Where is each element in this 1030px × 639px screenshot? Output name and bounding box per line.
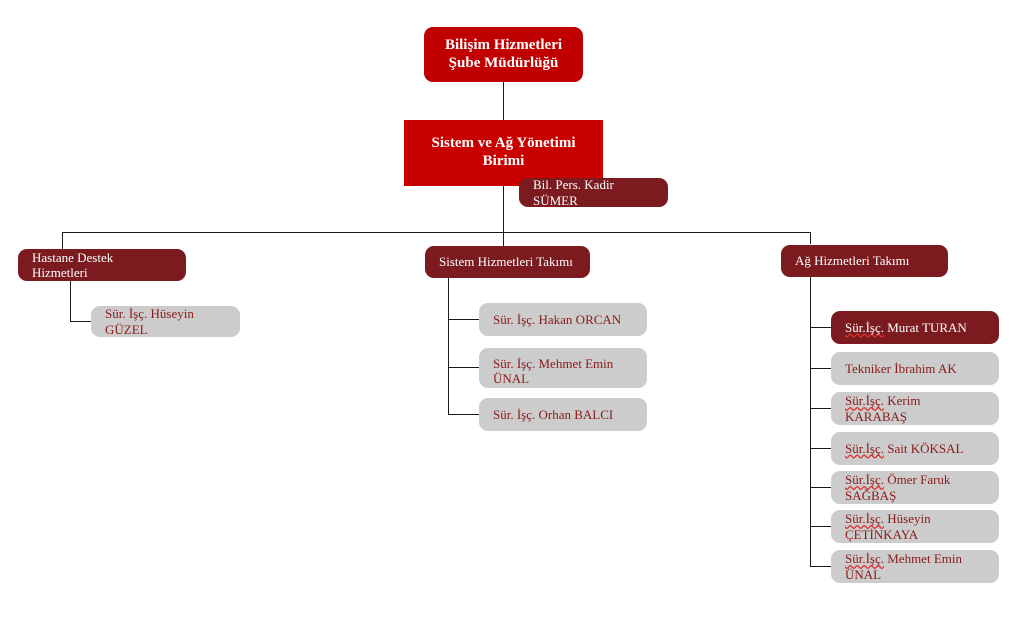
node-person-orhan-balci-label: Sür. İşç. Orhan BALCI bbox=[493, 406, 614, 422]
spellcheck-prefix: Sür.İşç. bbox=[845, 440, 884, 456]
spellcheck-prefix: Sür.İşç. bbox=[845, 319, 884, 335]
spellcheck-prefix: Sür.İşç. bbox=[845, 472, 884, 488]
connector-ag-stub-4 bbox=[810, 448, 831, 449]
node-person-ibrahim-ak-label: Tekniker İbrahim AK bbox=[845, 360, 957, 376]
node-root-line-1: Bilişim Hizmetleri bbox=[444, 36, 563, 53]
node-person-hakan-orcan[interactable]: Sür. İşç. Hakan ORCAN bbox=[479, 303, 647, 336]
node-person-huseyin-guzel[interactable]: Sür. İşç. Hüseyin GÜZEL bbox=[91, 306, 240, 337]
node-team-hastane-label: Hastane Destek Hizmetleri bbox=[32, 249, 114, 280]
spellcheck-prefix: Sür.İşç. bbox=[845, 511, 884, 527]
connector-hastane-trunk bbox=[70, 281, 71, 322]
node-team-sistem-label: Sistem Hizmetleri Takımı bbox=[439, 254, 573, 270]
node-unit-person-label: Bil. Pers. Kadir SÜMER bbox=[533, 177, 614, 208]
connector-ag-trunk bbox=[810, 277, 811, 567]
node-person-mehmet-emin-unal-ag[interactable]: Sür.İşç. Mehmet Emin ÜNAL bbox=[831, 550, 999, 583]
node-person-kerim-karabas-label: Sür.İşç. Kerim KARABAŞ bbox=[845, 393, 985, 424]
node-person-sait-koksal-rest: Sait KÖKSAL bbox=[884, 440, 964, 456]
node-person-huseyin-cetinkaya-label: Sür.İşç. Hüseyin ÇETİNKAYA bbox=[845, 511, 985, 542]
connector-ag-stub-3 bbox=[810, 408, 831, 409]
connector-hastane-stub-1 bbox=[70, 321, 91, 322]
connector-sistem-stub-1 bbox=[448, 319, 479, 320]
connector-sistem-stub-2 bbox=[448, 367, 479, 368]
node-unit-line-1: Sistem ve Ağ Yönetimi bbox=[431, 135, 576, 152]
node-person-omer-faruk-sagbas-label: Sür.İşç. Ömer Faruk SAĞBAŞ bbox=[845, 472, 985, 503]
connector-ag-stub-5 bbox=[810, 487, 831, 488]
node-person-sait-koksal[interactable]: Sür.İşç. Sait KÖKSAL bbox=[831, 432, 999, 465]
node-unit-line-2: Birimi bbox=[482, 153, 525, 169]
node-person-murat-turan[interactable]: Sür.İşç. Murat TURAN bbox=[831, 311, 999, 344]
connector-ag-stub-1 bbox=[810, 327, 831, 328]
node-person-mehmet-emin-unal-ag-label: Sür.İşç. Mehmet Emin ÜNAL bbox=[845, 551, 985, 582]
spellcheck-prefix: Sür.İşç. bbox=[845, 551, 884, 567]
node-person-huseyin-cetinkaya-rest: Hüseyin ÇETİNKAYA bbox=[845, 511, 931, 542]
node-person-huseyin-guzel-label: Sür. İşç. Hüseyin GÜZEL bbox=[105, 306, 194, 337]
node-person-huseyin-cetinkaya[interactable]: Sür.İşç. Hüseyin ÇETİNKAYA bbox=[831, 510, 999, 543]
node-team-sistem-hizmetleri-takimi[interactable]: Sistem Hizmetleri Takımı bbox=[425, 246, 590, 278]
node-root-line-2: Şube Müdürlüğü bbox=[448, 54, 559, 71]
connector-ag-stub-6 bbox=[810, 526, 831, 527]
connector-unit-to-bus bbox=[503, 186, 504, 232]
connector-bus-to-ag bbox=[810, 232, 811, 244]
node-person-omer-faruk-sagbas[interactable]: Sür.İşç. Ömer Faruk SAĞBAŞ bbox=[831, 471, 999, 504]
spellcheck-prefix: Sür.İşç. bbox=[845, 393, 884, 409]
node-unit-person-kadir-sumer[interactable]: Bil. Pers. Kadir SÜMER bbox=[519, 177, 668, 208]
node-team-ag-hizmetleri-takimi[interactable]: Ağ Hizmetleri Takımı bbox=[781, 245, 948, 277]
node-person-mehmet-emin-unal-line-1: Sür. İşç. Mehmet Emin bbox=[493, 356, 614, 371]
node-unit-sistem-ve-ag-yonetimi[interactable]: Sistem ve Ağ Yönetimi Birimi bbox=[404, 120, 603, 186]
node-person-omer-faruk-sagbas-rest: Ömer Faruk SAĞBAŞ bbox=[845, 472, 951, 503]
node-person-murat-turan-label: Sür.İşç. Murat TURAN bbox=[845, 320, 967, 335]
node-team-ag-label: Ağ Hizmetleri Takımı bbox=[795, 253, 910, 269]
node-person-sait-koksal-label: Sür.İşç. Sait KÖKSAL bbox=[845, 441, 963, 456]
connector-bus-to-hastane bbox=[62, 232, 63, 249]
connector-sistem-stub-3 bbox=[448, 414, 479, 415]
connector-sistem-trunk bbox=[448, 278, 449, 415]
connector-bus-to-sistem bbox=[503, 232, 504, 246]
node-person-kerim-karabas[interactable]: Sür.İşç. Kerim KARABAŞ bbox=[831, 392, 999, 425]
node-person-ibrahim-ak[interactable]: Tekniker İbrahim AK bbox=[831, 352, 999, 385]
connector-ag-stub-7 bbox=[810, 566, 831, 567]
connector-horizontal-bus bbox=[62, 232, 811, 233]
node-person-hakan-orcan-label: Sür. İşç. Hakan ORCAN bbox=[493, 311, 622, 327]
node-person-mehmet-emin-unal-ag-rest: Mehmet Emin ÜNAL bbox=[845, 551, 962, 582]
node-root-bilisim-hizmetleri[interactable]: Bilişim Hizmetleri Şube Müdürlüğü bbox=[424, 27, 583, 82]
node-person-kerim-karabas-rest: Kerim KARABAŞ bbox=[845, 393, 921, 424]
node-person-mehmet-emin-unal-line-2: ÜNAL bbox=[493, 371, 530, 387]
connector-root-to-unit bbox=[503, 82, 504, 120]
node-person-murat-turan-rest: Murat TURAN bbox=[884, 319, 967, 335]
node-person-orhan-balci[interactable]: Sür. İşç. Orhan BALCI bbox=[479, 398, 647, 431]
connector-ag-stub-2 bbox=[810, 368, 831, 369]
node-team-hastane-destek-hizmetleri[interactable]: Hastane Destek Hizmetleri bbox=[18, 249, 186, 281]
node-person-mehmet-emin-unal-sistem[interactable]: Sür. İşç. Mehmet Emin ÜNAL bbox=[479, 348, 647, 388]
